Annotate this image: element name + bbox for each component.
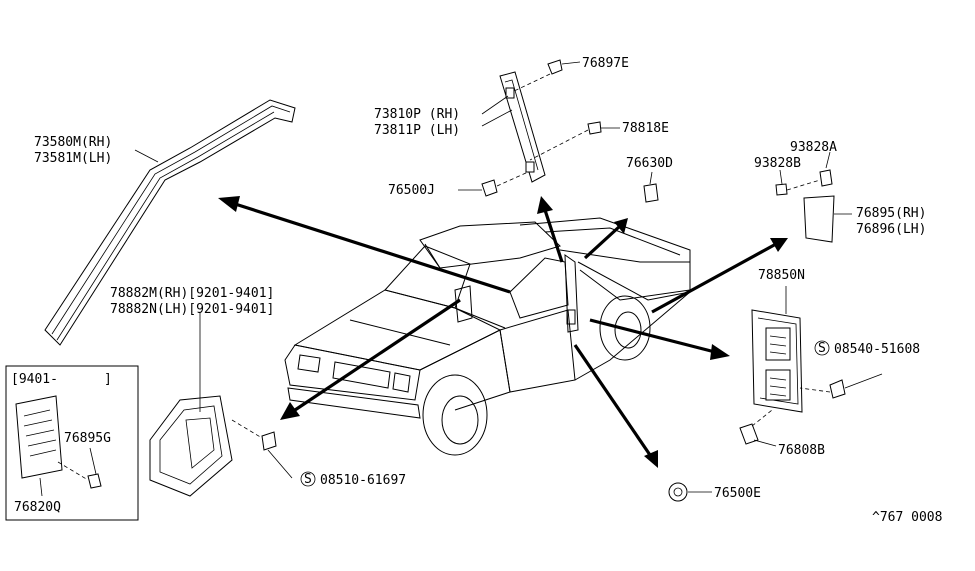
pillar-garnish-part	[481, 71, 546, 183]
part-76630d	[643, 171, 659, 203]
label-78882n: 78882N(LH)[9201-9401]	[110, 302, 274, 317]
label-76896: 76896(LH)	[856, 222, 926, 237]
roof-molding-part	[44, 99, 296, 346]
bracket-78882-part	[149, 312, 263, 497]
label-76500j: 76500J	[388, 183, 435, 198]
figure-code: ^767 0008	[872, 510, 942, 525]
label-78882m: 78882M(RH)[9201-9401]	[110, 286, 274, 301]
screw-08540-part	[799, 340, 883, 399]
mud-guard-part	[775, 151, 852, 243]
label-76500e: 76500E	[714, 486, 761, 501]
label-08510: 08510-61697	[320, 473, 406, 488]
pointer-arrows	[218, 196, 788, 468]
pickup-truck-drawing	[284, 217, 691, 456]
label-73580m: 73580M(RH)	[34, 135, 112, 150]
label-76895: 76895(RH)	[856, 206, 926, 221]
label-76808b: 76808B	[778, 443, 825, 458]
clip-76897e-part	[511, 59, 581, 93]
label-78850n: 78850N	[758, 268, 805, 283]
label-78818e: 78818E	[622, 121, 669, 136]
clip-76500e-part	[668, 482, 712, 502]
label-76897e: 76897E	[582, 56, 629, 71]
clip-78818e-part	[529, 121, 620, 161]
screw-symbol-08540: S	[818, 341, 826, 356]
label-inset-range: [9401-	[11, 372, 58, 387]
label-73810p: 73810P (RH)	[374, 107, 460, 122]
clip-76500j-part	[458, 171, 529, 197]
label-08540: 08540-51608	[834, 342, 920, 357]
label-73811p: 73811P (LH)	[374, 123, 460, 138]
label-93828a: 93828A	[790, 140, 837, 155]
inset-box	[5, 365, 139, 521]
label-76895g: 76895G	[64, 431, 111, 446]
screw-08510-part	[261, 431, 316, 487]
screw-symbol-08510: S	[304, 472, 312, 487]
label-76820q: 76820Q	[14, 500, 61, 515]
lamp-78850n-part	[751, 286, 803, 413]
label-76630d: 76630D	[626, 156, 673, 171]
label-73581m: 73581M(LH)	[34, 151, 112, 166]
label-inset-bracket: ]	[104, 372, 112, 387]
clip-76808b-part	[739, 409, 777, 447]
label-93828b: 93828B	[754, 156, 801, 171]
